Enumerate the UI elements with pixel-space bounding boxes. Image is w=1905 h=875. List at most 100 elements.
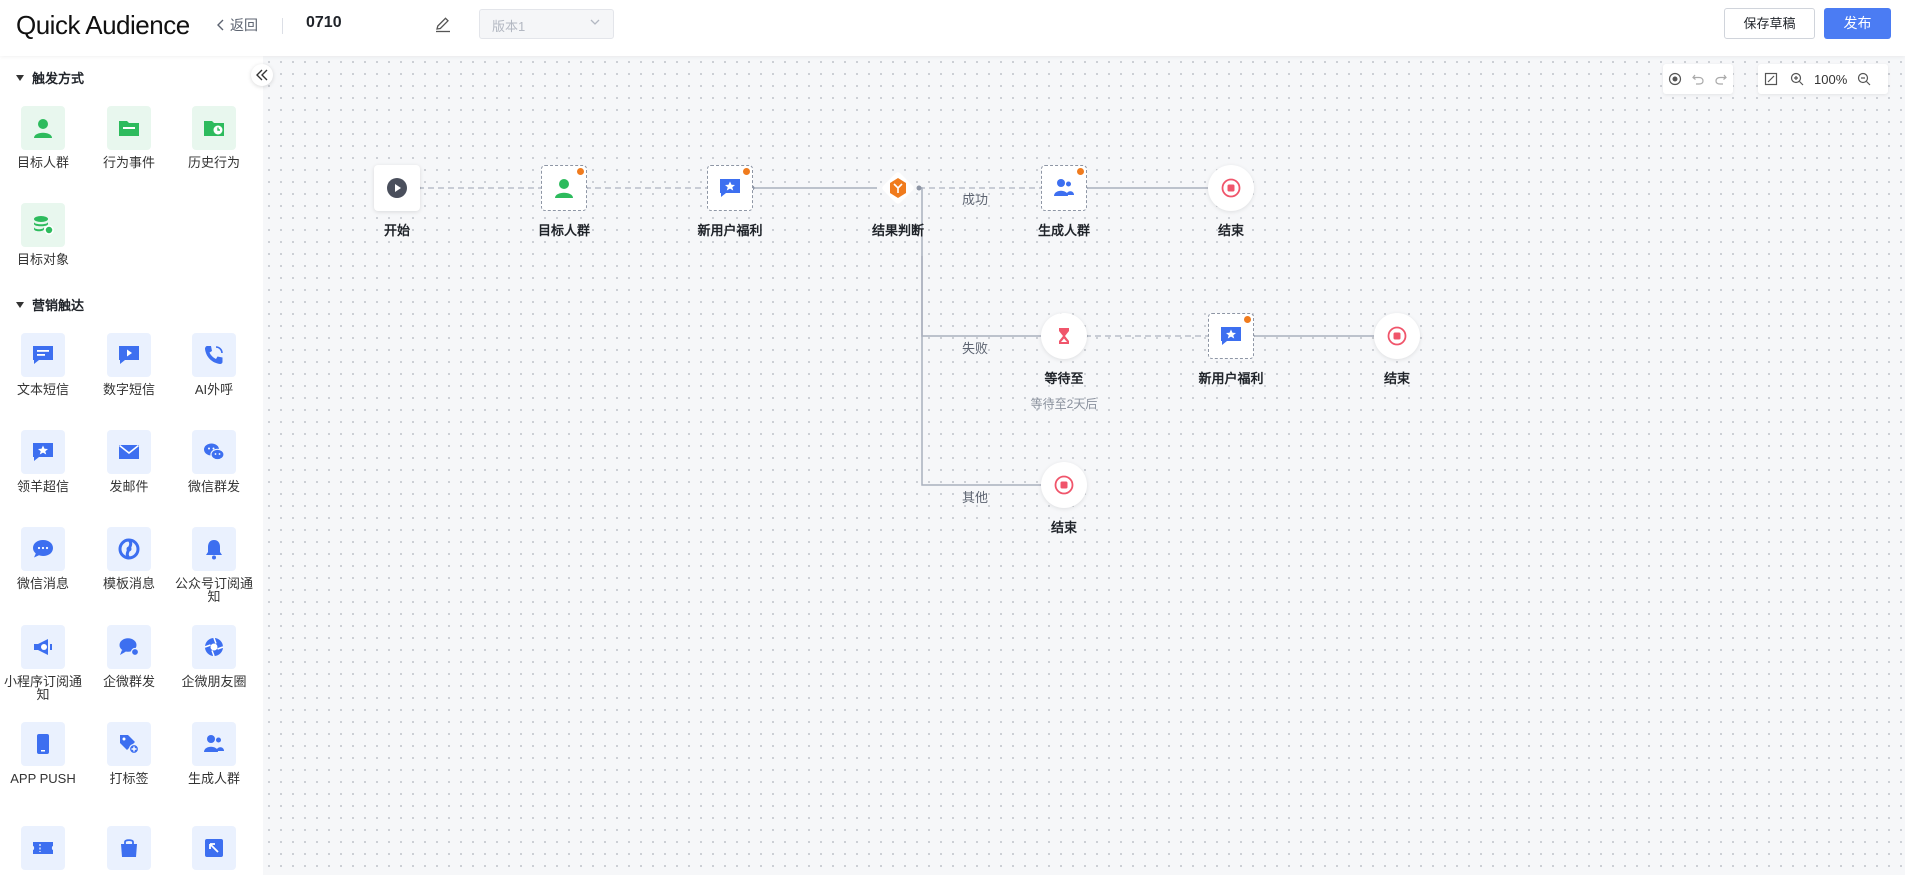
status-dot <box>577 168 584 175</box>
flow-node-start[interactable]: 开始 <box>337 165 457 239</box>
zoom-toolbar: 100% <box>1758 64 1888 94</box>
app-logo: Quick Audience <box>16 10 190 40</box>
journey-name: 0710 <box>306 14 342 31</box>
swirl-icon <box>118 538 140 560</box>
palette-item-ai-call[interactable]: AI外呼 <box>174 333 254 396</box>
palette-item-official-account-notice[interactable]: 公众号订阅通知 <box>174 527 254 603</box>
flow-node-result-judge[interactable]: 结果判断 <box>838 165 958 239</box>
caret-down-icon <box>16 301 24 308</box>
palette-item-target-audience[interactable]: 目标人群 <box>3 106 83 169</box>
palette-item-history-behavior[interactable]: 历史行为 <box>174 106 254 169</box>
status-dot <box>743 168 750 175</box>
flow-node-new-user-benefit-2[interactable]: 新用户福利 <box>1171 313 1291 387</box>
record-button[interactable] <box>1663 64 1686 94</box>
redo-icon <box>1715 74 1728 85</box>
fit-screen-icon <box>1764 72 1778 86</box>
publish-button[interactable]: 发布 <box>1824 8 1891 39</box>
palette-item-template-message[interactable]: 模板消息 <box>89 527 169 590</box>
tag-plus-icon <box>120 735 140 755</box>
flow-node-target-audience[interactable]: 目标人群 <box>504 165 624 239</box>
wechat-icon <box>204 443 225 461</box>
back-link[interactable]: 返回 <box>216 15 258 35</box>
status-dot <box>1077 168 1084 175</box>
stop-icon <box>1387 326 1407 346</box>
flow-node-end[interactable]: 结束 <box>1171 165 1291 239</box>
zoom-out-button[interactable] <box>1851 64 1877 94</box>
caret-down-icon <box>16 74 24 81</box>
wecom-chat-icon <box>119 638 140 657</box>
fit-view-button[interactable] <box>1758 64 1784 94</box>
flow-node-generate-audience[interactable]: 生成人群 <box>1004 165 1124 239</box>
palette-item-app-push[interactable]: APP PUSH <box>3 722 83 785</box>
aperture-icon <box>204 637 224 657</box>
palette-item-rich-message[interactable]: 领羊超信 <box>3 430 83 493</box>
chat-bubble-icon <box>33 540 53 558</box>
section-trigger-header[interactable]: 触发方式 <box>16 68 84 87</box>
section-title: 触发方式 <box>32 71 85 86</box>
palette-item-wecom-mass[interactable]: 企微群发 <box>89 625 169 688</box>
zoom-in-button[interactable] <box>1784 64 1810 94</box>
play-icon <box>387 178 407 198</box>
palette-item-generate-audience[interactable]: 生成人群 <box>174 722 254 785</box>
palette-item-target-object[interactable]: 目标对象 <box>3 203 83 266</box>
star-message-icon <box>33 443 53 461</box>
palette-item-redirect[interactable] <box>174 826 254 870</box>
users-icon <box>1054 179 1074 196</box>
mobile-icon <box>37 734 49 754</box>
record-icon <box>1668 72 1681 86</box>
stop-icon <box>1054 475 1074 495</box>
flow-canvas[interactable]: 100% 开始 目标人群 新用户福利 <box>263 56 1905 875</box>
header-divider <box>282 18 283 34</box>
zoom-level: 100% <box>1814 71 1848 87</box>
video-message-icon <box>119 346 139 364</box>
folder-clock-icon <box>204 121 224 136</box>
history-toolbar <box>1663 64 1733 94</box>
palette-item-wechat-message[interactable]: 微信消息 <box>3 527 83 590</box>
palette-item-behavior-event[interactable]: 行为事件 <box>89 106 169 169</box>
mail-icon <box>119 444 139 459</box>
zoom-in-icon <box>1790 72 1804 86</box>
branch-label-success: 成功 <box>962 192 989 207</box>
status-dot <box>1244 316 1251 323</box>
arrow-box-icon <box>205 839 223 857</box>
collapse-sidebar-button[interactable] <box>251 64 273 86</box>
palette-item-add-tag[interactable]: 打标签 <box>89 722 169 785</box>
palette-item-miniprogram-notice[interactable]: 小程序订阅通知 <box>3 625 83 701</box>
flow-node-wait-until[interactable]: 等待至 等待至2天后 <box>1004 313 1124 412</box>
redo-button[interactable] <box>1710 64 1733 94</box>
palette-item-coupon[interactable] <box>3 826 83 870</box>
users-icon <box>204 735 224 752</box>
palette-item-send-email[interactable]: 发邮件 <box>89 430 169 493</box>
ticket-icon <box>33 842 53 854</box>
bell-icon <box>206 540 222 560</box>
palette-item-text-sms[interactable]: 文本短信 <box>3 333 83 396</box>
message-icon <box>33 346 53 364</box>
branch-decision-icon <box>882 172 914 204</box>
stop-icon <box>1221 178 1241 198</box>
palette-item-digital-sms[interactable]: 数字短信 <box>89 333 169 396</box>
save-draft-button[interactable]: 保存草稿 <box>1724 8 1815 39</box>
shopping-bag-icon <box>121 839 137 857</box>
phone-icon <box>205 346 223 364</box>
folder-icon <box>119 121 139 136</box>
undo-button[interactable] <box>1686 64 1709 94</box>
section-title: 营销触达 <box>32 298 85 313</box>
branch-label-fail: 失败 <box>962 341 989 356</box>
branch-label-other: 其他 <box>962 490 989 505</box>
flow-node-new-user-benefit[interactable]: 新用户福利 <box>670 165 790 239</box>
palette-item-shop[interactable] <box>89 826 169 870</box>
flow-node-end-3[interactable]: 结束 <box>1004 462 1124 536</box>
person-icon <box>555 179 573 198</box>
palette-item-wechat-mass[interactable]: 微信群发 <box>174 430 254 493</box>
coins-icon <box>34 216 54 235</box>
flow-node-end-2[interactable]: 结束 <box>1337 313 1457 387</box>
section-marketing-header[interactable]: 营销触达 <box>16 295 84 314</box>
top-header: Quick Audience 返回 0710 版本1 保存草稿 发布 <box>0 0 1905 56</box>
edit-icon[interactable] <box>433 14 453 34</box>
version-select[interactable]: 版本1 <box>479 9 614 39</box>
star-message-icon <box>720 179 740 197</box>
palette-item-wecom-moments[interactable]: 企微朋友圈 <box>174 625 254 688</box>
zoom-out-icon <box>1858 72 1871 86</box>
double-chevron-left-icon <box>256 69 268 81</box>
chevron-down-icon <box>590 19 600 25</box>
